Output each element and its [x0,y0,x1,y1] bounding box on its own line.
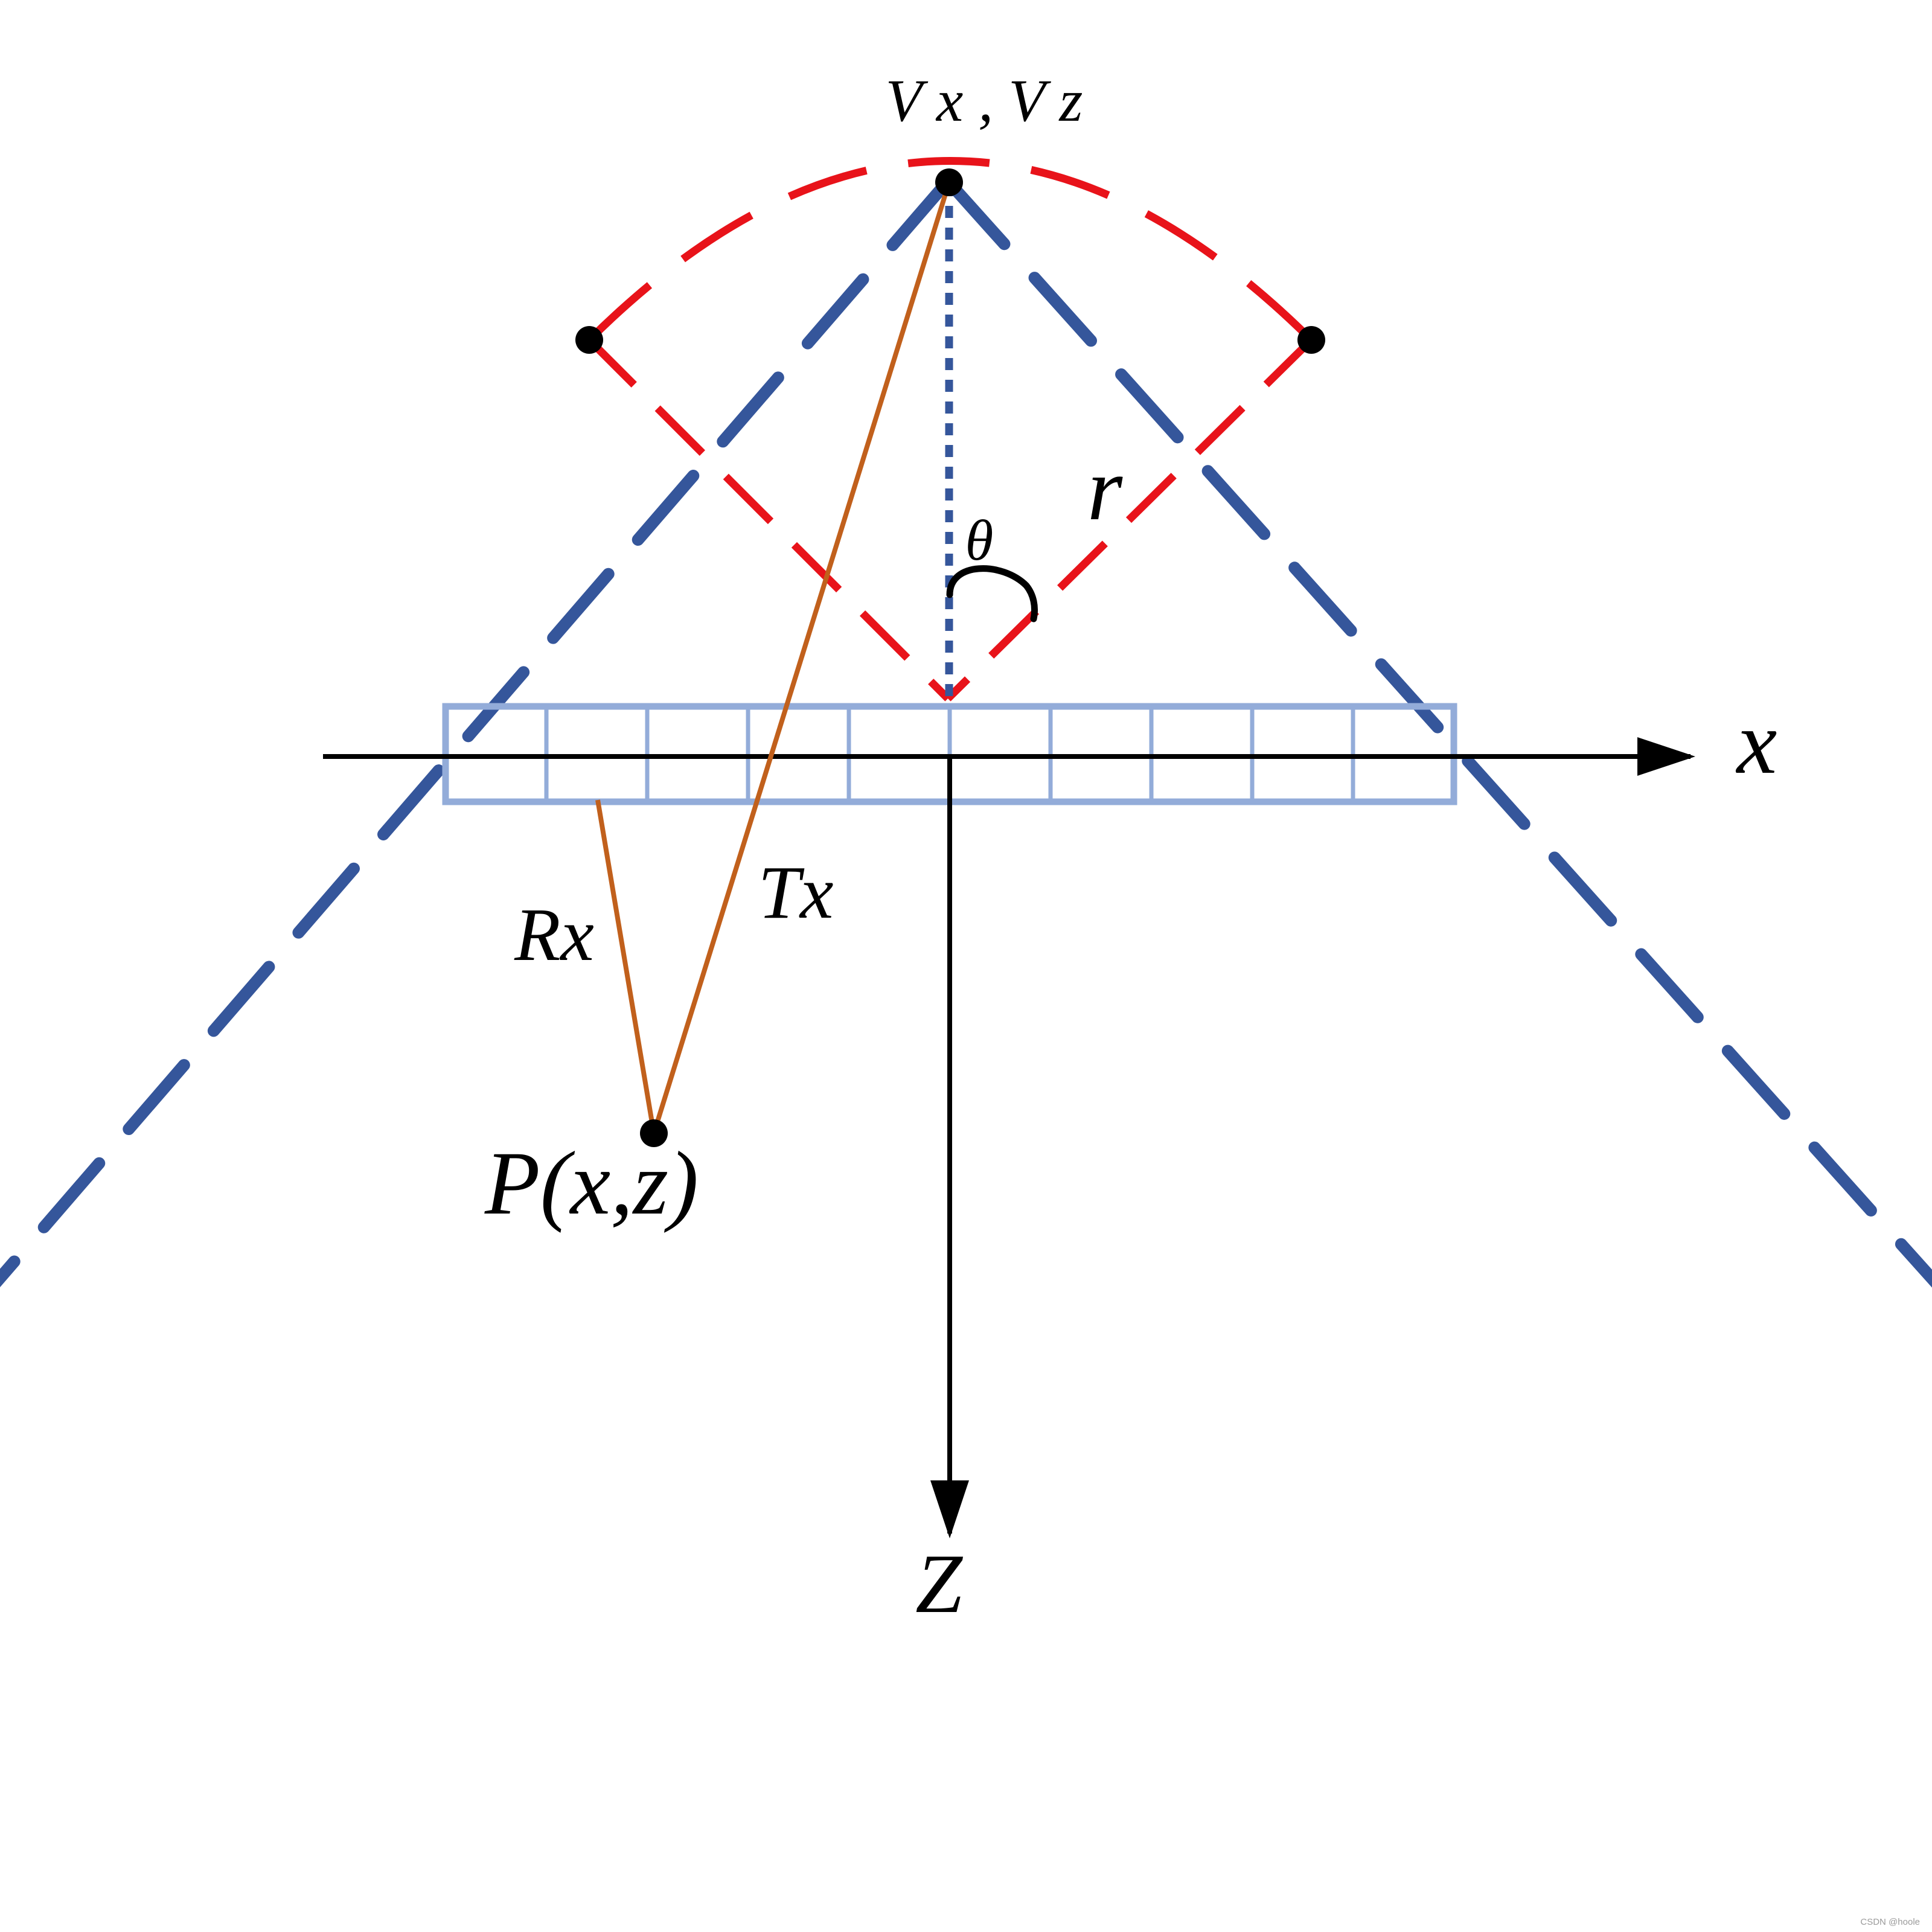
arc-endpoint-right [1297,326,1325,354]
wavefront-line-right [942,175,1932,1288]
watermark: CSDN @hoole [1860,1917,1920,1927]
x-axis-label: x [1736,693,1777,793]
tx-label: Tx [758,851,834,935]
propagation-paths [595,181,952,1134]
arc-endpoint-left [575,326,603,354]
points [575,168,1325,1147]
wavefront-lines [0,175,1932,1288]
target-point [640,1119,668,1147]
virtual-source-point [935,168,963,196]
radius-label: r [1087,439,1123,539]
rx-path [595,799,656,1134]
radius-line-right [945,337,1314,702]
aperture-sector [586,157,1314,702]
theta-angle-arc [946,565,1038,622]
theta-label: θ [965,508,994,572]
rx-label: Rx [514,894,594,977]
tx-path [651,181,952,1134]
z-axis-label: Z [915,1537,964,1631]
wavefront-line-left [0,175,954,1288]
arc-line [586,157,1314,343]
virtual-source-label: V x , V z [886,67,1083,134]
target-point-label: P(x,z) [484,1133,699,1233]
axes [323,737,1695,1538]
radius-line-left [586,337,951,702]
